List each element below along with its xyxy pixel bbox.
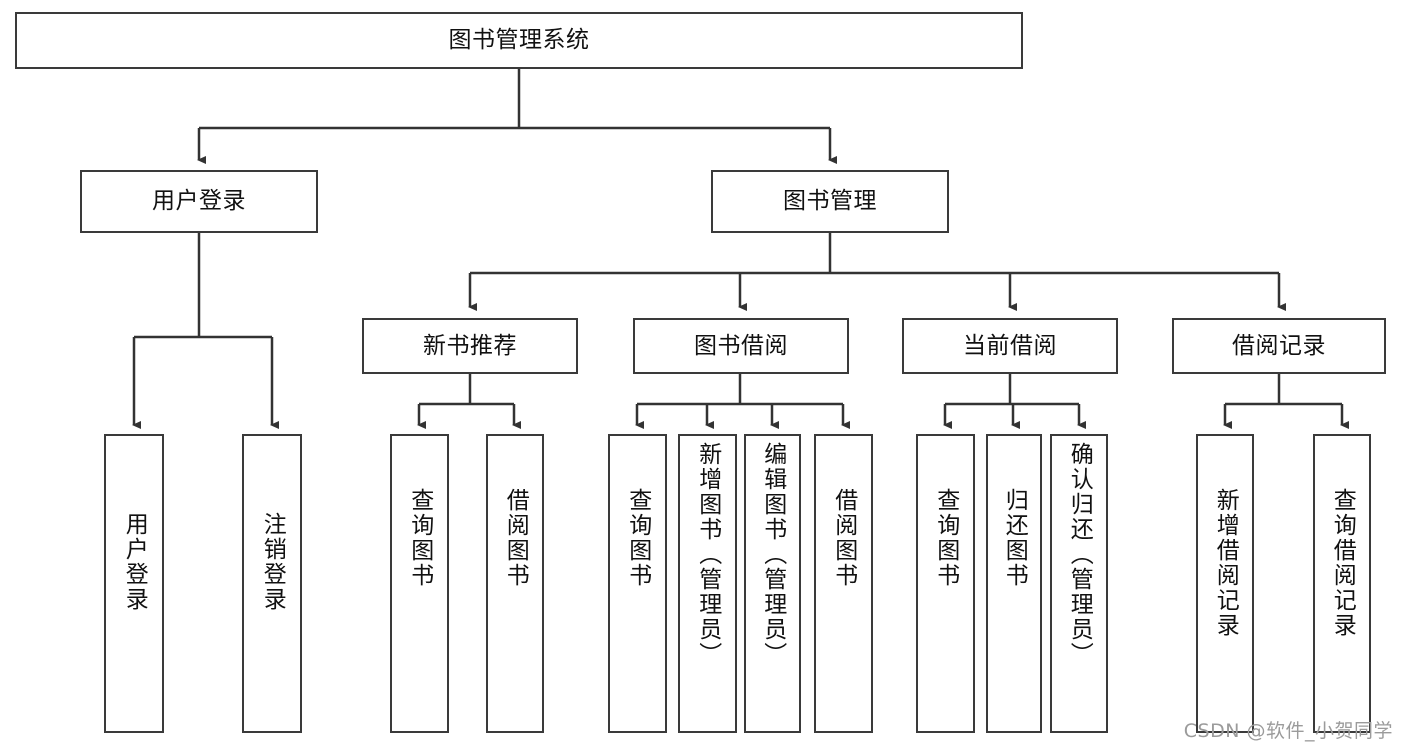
node-leaf-logout[interactable]: 注销登录 (242, 434, 302, 733)
node-label: 用户登录 (121, 512, 148, 612)
node-current-borrow[interactable]: 当前借阅 (902, 318, 1118, 374)
node-label: 新书推荐 (423, 332, 517, 359)
node-label: 查询图书 (932, 488, 959, 588)
node-label: 新增图书（管理员） (694, 442, 721, 667)
node-label: 借阅图书 (830, 488, 857, 588)
node-leaf-borrow-book-recommend[interactable]: 借阅图书 (486, 434, 544, 733)
node-book-management[interactable]: 图书管理 (711, 170, 949, 233)
node-leaf-query-borrow-record[interactable]: 查询借阅记录 (1313, 434, 1371, 733)
node-label: 查询图书 (624, 488, 651, 588)
node-leaf-add-borrow-record[interactable]: 新增借阅记录 (1196, 434, 1254, 733)
node-label: 当前借阅 (963, 332, 1057, 359)
node-label: 借阅图书 (502, 488, 529, 588)
node-label: 编辑图书（管理员） (759, 442, 786, 667)
node-label: 图书管理系统 (448, 27, 590, 54)
node-label: 借阅记录 (1232, 332, 1326, 359)
node-book-borrow[interactable]: 图书借阅 (633, 318, 849, 374)
node-leaf-borrow-book[interactable]: 借阅图书 (814, 434, 873, 733)
node-label: 归还图书 (1001, 488, 1028, 588)
node-label: 注销登录 (259, 512, 286, 612)
node-leaf-query-book-recommend[interactable]: 查询图书 (390, 434, 449, 733)
node-leaf-return-book[interactable]: 归还图书 (986, 434, 1042, 733)
node-label: 确认归还（管理员） (1066, 442, 1093, 667)
node-label: 查询借阅记录 (1329, 488, 1356, 638)
node-borrow-record[interactable]: 借阅记录 (1172, 318, 1386, 374)
node-root-book-management-system[interactable]: 图书管理系统 (15, 12, 1023, 69)
node-user-login[interactable]: 用户登录 (80, 170, 318, 233)
node-leaf-edit-book-admin[interactable]: 编辑图书（管理员） (744, 434, 801, 733)
node-label: 新增借阅记录 (1212, 488, 1239, 638)
node-leaf-query-book-borrow[interactable]: 查询图书 (608, 434, 667, 733)
node-label: 图书借阅 (694, 332, 788, 359)
node-leaf-confirm-return-admin[interactable]: 确认归还（管理员） (1050, 434, 1108, 733)
watermark: CSDN @软件_小贺同学 (1183, 720, 1393, 742)
node-leaf-query-book-current[interactable]: 查询图书 (916, 434, 975, 733)
node-label: 图书管理 (783, 188, 877, 215)
node-leaf-add-book-admin[interactable]: 新增图书（管理员） (678, 434, 737, 733)
node-label: 用户登录 (152, 188, 246, 215)
node-label: 查询图书 (406, 488, 433, 588)
node-leaf-user-login[interactable]: 用户登录 (104, 434, 164, 733)
node-new-book-recommend[interactable]: 新书推荐 (362, 318, 578, 374)
